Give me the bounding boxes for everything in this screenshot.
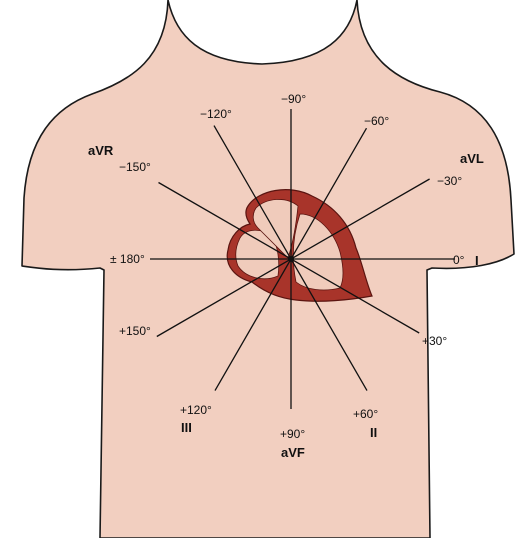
lead-label-avr: aVR <box>88 143 114 158</box>
lead-label-avf: aVF <box>281 445 305 460</box>
lead-label-i: I <box>475 253 479 268</box>
angle-label-plus60: +60° <box>353 407 378 421</box>
lead-label-avl: aVL <box>460 151 484 166</box>
axis-center-point <box>288 256 294 262</box>
angle-label-minus90: −90° <box>281 92 306 106</box>
angle-label-minus60: −60° <box>364 114 389 128</box>
lead-label-iii: III <box>181 420 192 435</box>
angle-label-pm180: ± 180° <box>110 252 145 266</box>
angle-label-zero: 0° <box>453 253 465 267</box>
angle-label-minus120: −120° <box>200 107 232 121</box>
lead-label-ii: II <box>370 425 377 440</box>
axis-lines <box>150 109 455 409</box>
angle-label-minus150: −150° <box>119 160 151 174</box>
angle-label-plus90: +90° <box>280 427 305 441</box>
angle-label-plus150: +150° <box>119 324 151 338</box>
angle-label-plus120: +120° <box>180 403 212 417</box>
angle-label-minus30: −30° <box>437 174 462 188</box>
angle-label-plus30: +30° <box>422 334 447 348</box>
